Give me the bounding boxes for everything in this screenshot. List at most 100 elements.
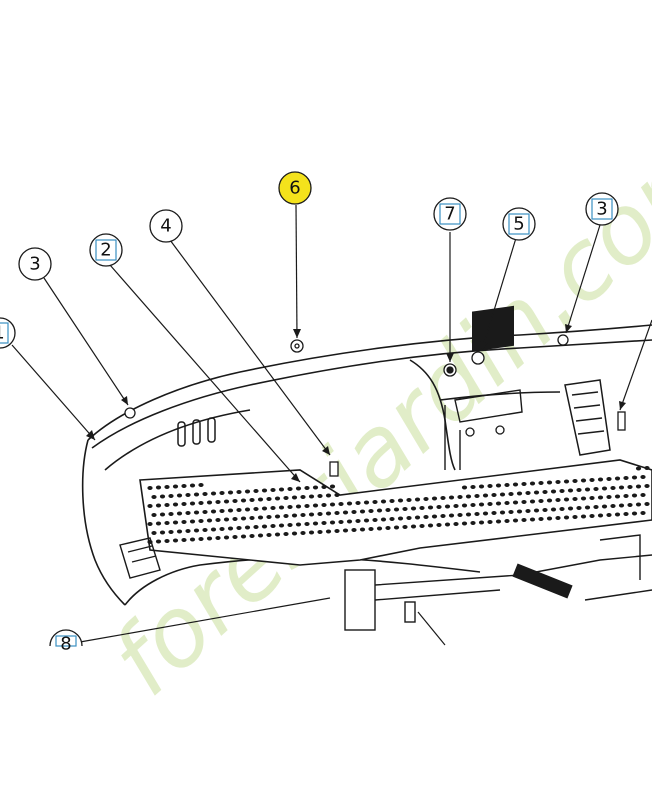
plate-hole xyxy=(410,506,417,511)
plate-hole xyxy=(189,483,196,488)
plate-hole xyxy=(414,497,421,502)
plate-hole xyxy=(210,491,217,496)
plate-hole xyxy=(448,513,455,518)
plate-hole xyxy=(317,530,323,534)
plate-hole xyxy=(538,481,544,485)
plate-hole xyxy=(555,480,561,484)
plate-hole xyxy=(589,478,595,482)
plate-hole xyxy=(572,497,578,501)
plate-hole xyxy=(198,501,204,505)
plate-hole xyxy=(219,509,225,513)
plate-hole xyxy=(644,484,650,488)
plate-hole xyxy=(227,526,234,531)
plate-hole xyxy=(635,484,642,489)
plate-hole xyxy=(393,525,400,530)
plate-hole xyxy=(499,492,506,497)
leader-lines xyxy=(11,204,652,646)
plate-hole xyxy=(478,502,485,507)
plate-hole xyxy=(512,500,519,505)
plate-hole xyxy=(181,484,187,488)
plate-hole xyxy=(589,514,595,518)
plate-hole xyxy=(580,496,587,501)
plate-hole xyxy=(538,517,544,521)
plate-hole xyxy=(236,508,242,512)
plate-hole xyxy=(321,503,327,507)
plate-hole xyxy=(176,511,183,516)
plate-hole xyxy=(385,526,391,530)
plate-hole xyxy=(215,518,221,522)
plate-hole xyxy=(155,521,162,526)
plate-hole xyxy=(155,539,162,544)
plate-hole xyxy=(206,500,213,505)
plate-hole xyxy=(436,523,442,527)
plate-hole xyxy=(521,482,527,486)
plate-hole xyxy=(283,532,289,536)
plate-hole xyxy=(295,486,302,491)
plate-hole xyxy=(244,507,251,512)
plate-hole xyxy=(202,528,208,532)
plate-hole xyxy=(516,491,523,496)
plate-hole xyxy=(368,509,374,513)
plate-hole xyxy=(623,512,629,516)
callout-1: 1 xyxy=(0,317,16,349)
plate-hole xyxy=(635,502,642,507)
plate-hole xyxy=(631,511,638,516)
plate-hole xyxy=(482,493,489,498)
plate-hole xyxy=(257,515,264,520)
plate-hole xyxy=(563,497,570,502)
pedal-block xyxy=(444,305,523,470)
plate-hole xyxy=(334,493,340,497)
plate-hole xyxy=(610,504,616,508)
plate-hole xyxy=(317,494,323,498)
plate-hole xyxy=(461,521,468,526)
plate-hole xyxy=(431,514,438,519)
plate-hole xyxy=(189,501,196,506)
plate-hole xyxy=(240,516,247,521)
lower-mechanics xyxy=(344,534,652,631)
plate-hole xyxy=(283,514,289,518)
plate-hole xyxy=(465,494,472,499)
plate-hole xyxy=(287,487,293,491)
plate-hole xyxy=(181,520,187,524)
plate-hole xyxy=(164,485,170,489)
plate-hole xyxy=(623,494,629,498)
plate-hole xyxy=(270,506,276,510)
plate-hole xyxy=(274,514,281,519)
plate-hole xyxy=(474,512,480,516)
plate-hole xyxy=(538,499,544,503)
plate-hole xyxy=(533,508,540,513)
callout-4-label: 4 xyxy=(160,216,171,237)
plate-hole xyxy=(325,529,332,534)
plate-hole xyxy=(185,511,191,515)
plate-hole xyxy=(567,488,574,493)
plate-hole xyxy=(202,510,208,514)
plate-hole xyxy=(300,531,306,535)
plate-hole xyxy=(346,501,353,506)
plate-hole xyxy=(198,537,204,541)
plate-hole xyxy=(474,494,480,498)
left-foot-bracket xyxy=(119,537,161,579)
plate-hole xyxy=(640,493,646,497)
plate-hole xyxy=(159,530,166,535)
plate-hole xyxy=(172,538,179,543)
plate-hole xyxy=(419,506,425,510)
plate-hole xyxy=(185,529,191,533)
plate-hole xyxy=(325,493,332,498)
plate-hole xyxy=(397,498,404,503)
plate-hole xyxy=(308,512,315,517)
plate-hole xyxy=(287,523,293,527)
plate-hole xyxy=(363,500,370,505)
plate-hole xyxy=(576,488,582,492)
part-screw-right xyxy=(617,411,626,431)
plate-hole xyxy=(312,503,319,508)
plate-hole xyxy=(236,490,242,494)
plate-hole xyxy=(444,504,451,509)
plate-hole xyxy=(389,499,395,503)
fender-panel xyxy=(81,324,652,606)
plate-hole xyxy=(597,513,604,518)
plate-hole xyxy=(491,493,497,497)
plate-hole xyxy=(529,481,536,486)
plate-hole xyxy=(155,485,162,490)
plate-hole xyxy=(189,537,196,542)
plate-hole xyxy=(219,527,225,531)
